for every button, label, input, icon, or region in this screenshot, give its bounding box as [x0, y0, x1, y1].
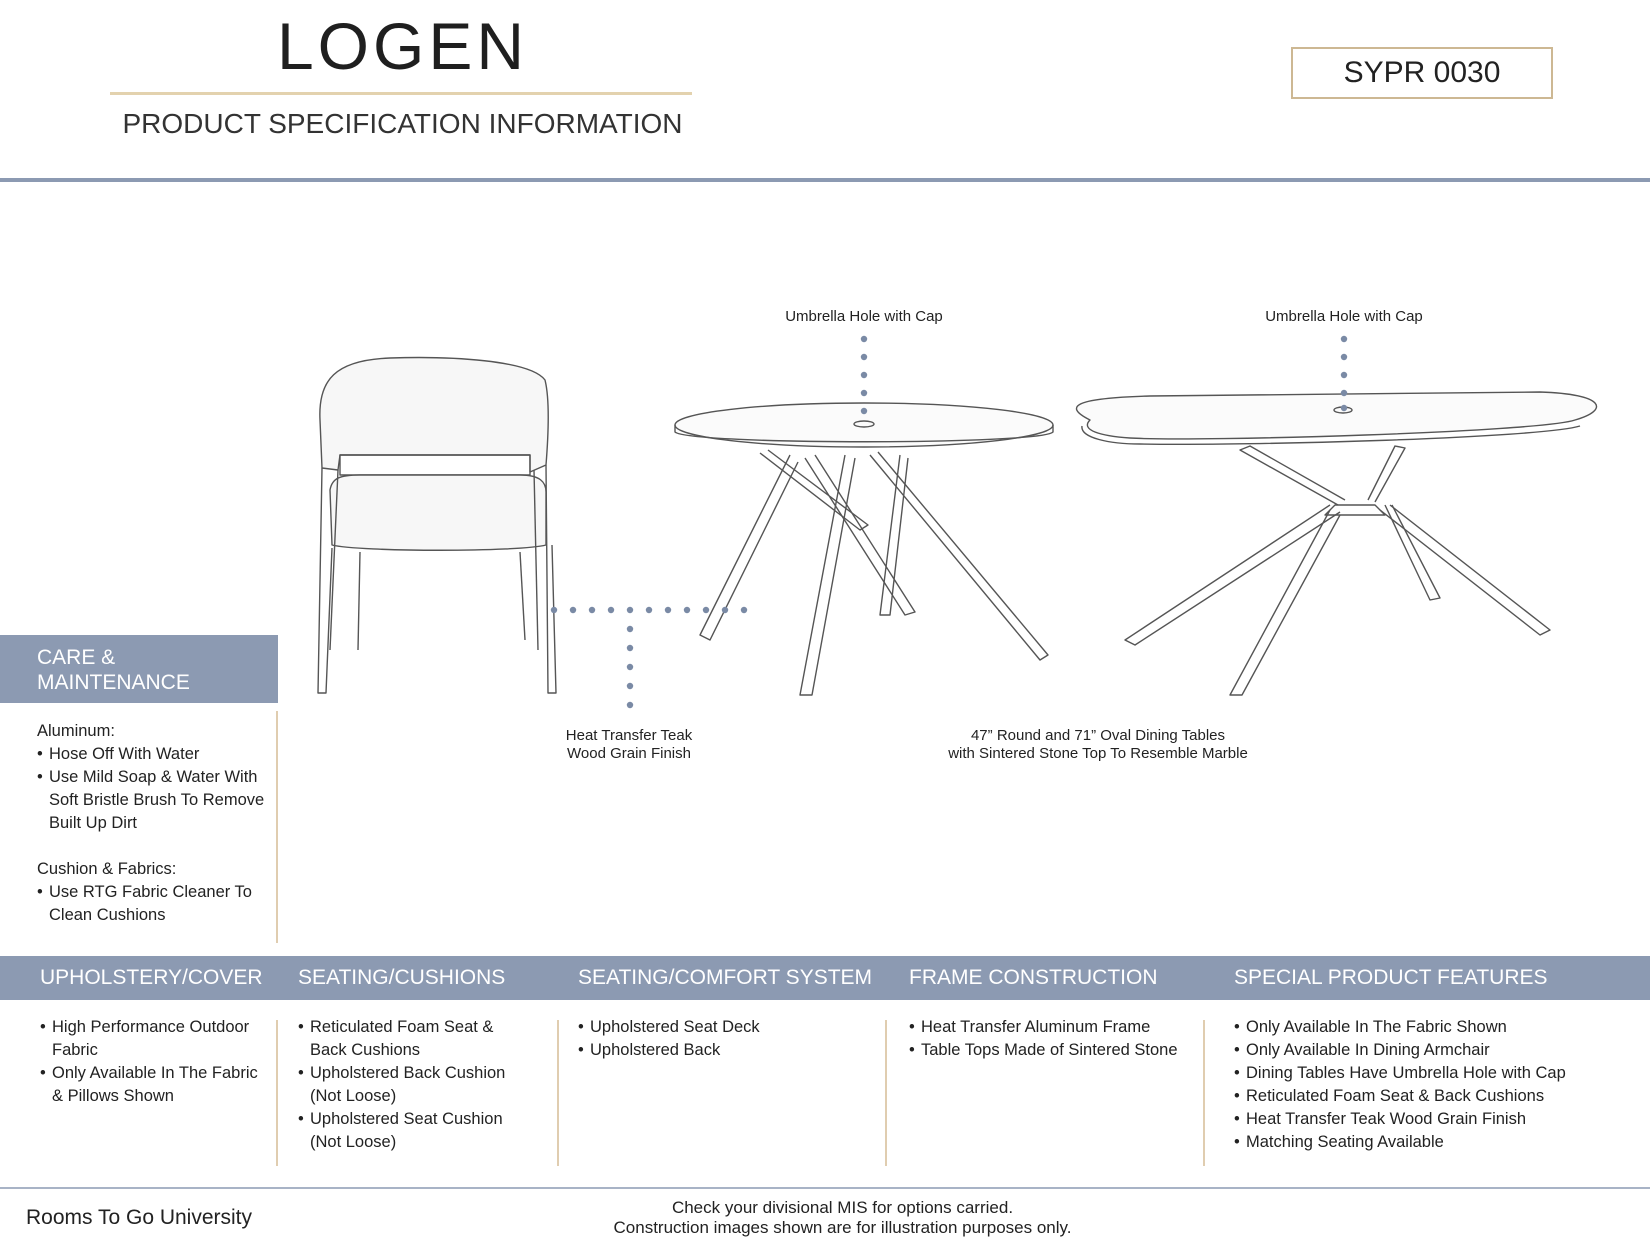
- spec-item: Upholstered Back: [578, 1039, 878, 1062]
- finish-callout-dots: [550, 606, 748, 709]
- spec-item: Heat Transfer Teak Wood Grain Finish: [1234, 1108, 1624, 1131]
- spec-item: High Performance Outdoor Fabric: [40, 1016, 270, 1062]
- spec-header-bar: [0, 956, 1650, 1000]
- spec-item: Upholstered Seat Cushion (Not Loose): [298, 1108, 528, 1154]
- spec-item: Only Available In The Fabric Shown: [1234, 1016, 1624, 1039]
- spec-heading-seating-cushions: SEATING/CUSHIONS: [298, 966, 506, 989]
- spec-item: Heat Transfer Aluminum Frame: [909, 1016, 1209, 1039]
- care-item: Use RTG Fabric Cleaner To Clean Cushions: [37, 881, 277, 927]
- page-subtitle: PRODUCT SPECIFICATION INFORMATION: [122, 108, 683, 139]
- footer-divider: [0, 1187, 1650, 1189]
- spec-column-comfort-system: Upholstered Seat Deck Upholstered Back: [578, 1016, 878, 1062]
- finish-callout-label-1: Heat Transfer Teak: [566, 727, 693, 744]
- care-list: Use RTG Fabric Cleaner To Clean Cushions: [37, 881, 277, 927]
- footer-line1: Check your divisional MIS for options ca…: [671, 1198, 1014, 1217]
- armchair-drawing: [317, 356, 557, 694]
- care-item: Hose Off With Water: [37, 743, 277, 766]
- product-illustration: Umbrella Hole with Cap Umbrella Hole wit…: [317, 308, 1598, 762]
- umbrella-callout-label-1: Umbrella Hole with Cap: [785, 308, 943, 325]
- spec-item: Upholstered Seat Deck: [578, 1016, 878, 1039]
- brand-title: LOGEN: [276, 9, 529, 83]
- spec-heading-frame: FRAME CONSTRUCTION: [909, 966, 1158, 989]
- product-code-box: SYPR 0030: [1291, 47, 1553, 99]
- oval-table-drawing: [1075, 391, 1598, 696]
- care-list: Hose Off With Water Use Mild Soap & Wate…: [37, 743, 277, 835]
- spec-item: Matching Seating Available: [1234, 1131, 1624, 1154]
- care-item: Use Mild Soap & Water With Soft Bristle …: [37, 766, 277, 835]
- care-group-label: Cushion & Fabrics:: [37, 860, 177, 878]
- spec-item: Reticulated Foam Seat & Back Cushions: [298, 1016, 528, 1062]
- care-title-line1: CARE &: [37, 646, 116, 669]
- care-divider: [276, 711, 278, 943]
- spec-heading-comfort-system: SEATING/COMFORT SYSTEM: [578, 966, 873, 989]
- footer-company: Rooms To Go University: [26, 1206, 253, 1229]
- tables-caption-2: with Sintered Stone Top To Resemble Marb…: [947, 745, 1248, 762]
- finish-callout-label-2: Wood Grain Finish: [567, 745, 691, 762]
- product-code: SYPR 0030: [1343, 56, 1501, 89]
- spec-item: Only Available In The Fabric & Pillows S…: [40, 1062, 270, 1108]
- umbrella-callout-label-2: Umbrella Hole with Cap: [1265, 308, 1423, 325]
- brand-underline: [110, 92, 692, 95]
- spec-column-upholstery: High Performance Outdoor Fabric Only Ava…: [40, 1016, 270, 1108]
- spec-heading-upholstery: UPHOLSTERY/COVER: [40, 966, 263, 989]
- column-divider: [557, 1020, 559, 1166]
- column-divider: [276, 1020, 278, 1166]
- spec-column-special-features: Only Available In The Fabric Shown Only …: [1234, 1016, 1624, 1154]
- care-title-line2: MAINTENANCE: [37, 671, 190, 694]
- tables-caption-1: 47” Round and 71” Oval Dining Tables: [971, 727, 1225, 744]
- header-divider: [0, 178, 1650, 182]
- spec-item: Upholstered Back Cushion (Not Loose): [298, 1062, 528, 1108]
- footer-disclaimer: Check your divisional MIS for options ca…: [560, 1198, 1125, 1238]
- umbrella-callout-dots-1: [860, 335, 868, 415]
- spec-item: Dining Tables Have Umbrella Hole with Ca…: [1234, 1062, 1624, 1085]
- care-maintenance-header: CARE & MAINTENANCE: [0, 635, 278, 703]
- spec-heading-special-features: SPECIAL PRODUCT FEATURES: [1234, 966, 1548, 989]
- care-maintenance-body: Aluminum: Hose Off With Water Use Mild S…: [37, 720, 277, 927]
- spec-item: Only Available In Dining Armchair: [1234, 1039, 1624, 1062]
- spec-column-frame: Heat Transfer Aluminum Frame Table Tops …: [909, 1016, 1209, 1062]
- spec-column-seating-cushions: Reticulated Foam Seat & Back Cushions Up…: [298, 1016, 528, 1154]
- umbrella-callout-dots-2: [1340, 335, 1348, 412]
- care-group-label: Aluminum:: [37, 722, 115, 740]
- footer-line2: Construction images shown are for illust…: [613, 1218, 1072, 1237]
- spec-item: Table Tops Made of Sintered Stone: [909, 1039, 1209, 1062]
- round-table-drawing: [674, 402, 1054, 696]
- column-divider: [885, 1020, 887, 1166]
- column-divider: [1203, 1020, 1205, 1166]
- spec-item: Reticulated Foam Seat & Back Cushions: [1234, 1085, 1624, 1108]
